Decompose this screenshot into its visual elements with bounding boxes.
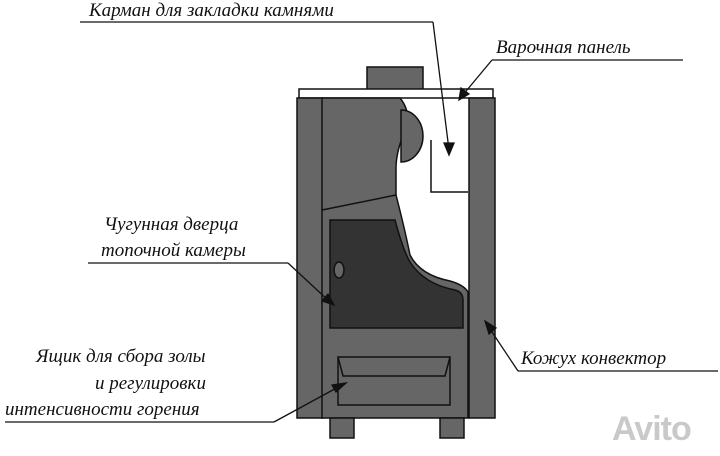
ash-drawer [337, 356, 451, 406]
convector-casing-right [468, 97, 496, 419]
leader-ash-drop [273, 384, 343, 423]
arrow-door [320, 292, 336, 307]
label-ash-line2: и регулировки [95, 373, 206, 394]
leader-cooktop-drop [461, 59, 493, 97]
leg-left [329, 417, 355, 439]
leader-pocket-drop [432, 21, 450, 151]
stone-pocket [430, 140, 468, 193]
label-door-line2: топочной камеры [101, 240, 246, 261]
avito-watermark: Avito [612, 410, 692, 448]
chimney [366, 66, 424, 92]
arrow-pocket [443, 142, 455, 157]
label-cooktop: Варочная панель [496, 37, 631, 58]
label-door-line1: Чугунная дверца [104, 214, 239, 235]
arrow-casing [483, 319, 498, 336]
firebox-door [329, 219, 464, 329]
door-handle [333, 261, 345, 279]
leader-casing-drop [487, 325, 519, 372]
label-convector-casing: Кожух конвектор [521, 348, 667, 369]
stove-body [321, 97, 409, 211]
pipe-spigot [400, 109, 424, 163]
leg-right [439, 417, 465, 439]
arrow-ash [330, 382, 349, 394]
ash-drawer-lip [337, 356, 451, 377]
convector-casing-left [296, 97, 324, 419]
arrow-cooktop [458, 86, 471, 102]
label-ash-line1: Ящик для сбора золы [36, 346, 206, 367]
label-ash-line3: интенсивности горения [5, 399, 200, 420]
label-stone-pocket: Карман для закладки камнями [89, 0, 334, 21]
leader-door-drop [287, 262, 331, 303]
